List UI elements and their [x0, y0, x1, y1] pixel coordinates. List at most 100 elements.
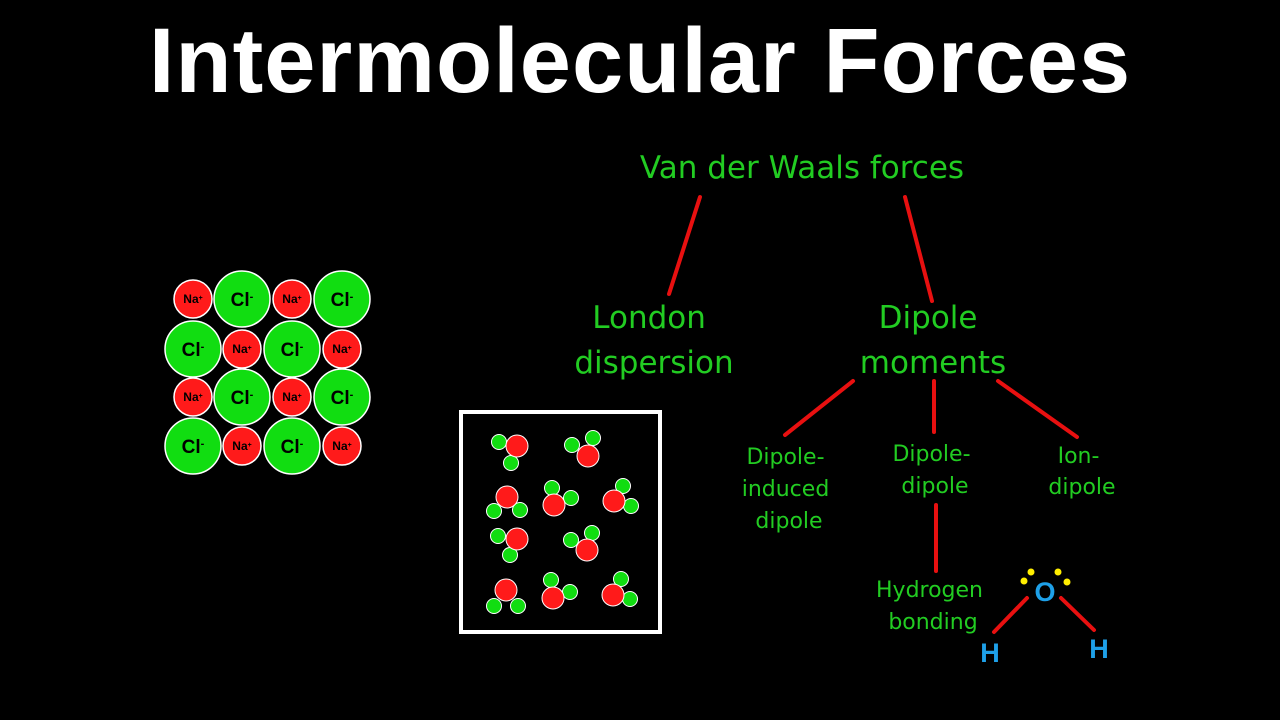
- chloride-ion: [263, 320, 321, 378]
- sodium-ion: [222, 329, 262, 369]
- connector-dipole-ion: [996, 379, 1079, 439]
- molecule: [486, 485, 528, 519]
- sodium-ion: [272, 279, 312, 319]
- molecule: [541, 572, 578, 610]
- node-dipole-induced-line-1: Dipole-: [746, 445, 824, 470]
- sodium-ion: [222, 426, 262, 466]
- molecule: [602, 478, 639, 514]
- molecule: [601, 571, 638, 607]
- molecule-large-atom: [494, 578, 518, 602]
- water-bond-right: [1059, 596, 1096, 632]
- molecule-small-atom: [543, 572, 559, 588]
- molecule-large-atom: [575, 538, 599, 562]
- water-oxygen-label: O: [1034, 577, 1055, 607]
- node-london-dispersion: London dispersion: [574, 300, 733, 381]
- water-hydrogen-right-label: H: [1089, 634, 1109, 664]
- chloride-ion-label: Cl-: [281, 437, 304, 458]
- sodium-ion: [322, 329, 362, 369]
- node-dipole-dipole-line-2: dipole: [901, 474, 968, 499]
- sodium-ion-label: Na+: [332, 342, 351, 356]
- molecule-small-atom: [564, 437, 580, 453]
- node-london-line-2: dispersion: [574, 345, 733, 381]
- molecule: [542, 480, 579, 517]
- molecule-box: [459, 410, 662, 634]
- node-van-der-waals: Van der Waals forces: [640, 150, 964, 186]
- chloride-ion-label: Cl-: [281, 340, 304, 361]
- molecule-small-atom: [563, 490, 579, 506]
- chloride-ion-label: Cl-: [182, 437, 205, 458]
- sodium-ion: [173, 279, 213, 319]
- node-van-der-waals-line: Van der Waals forces: [640, 150, 964, 186]
- molecule-small-atom: [563, 532, 579, 548]
- chloride-ion-label: Cl-: [231, 290, 254, 311]
- sodium-ion-label: Na+: [232, 342, 251, 356]
- molecule: [563, 525, 600, 562]
- node-dipole-induced-line-3: dipole: [755, 509, 822, 534]
- water-hydrogen-left-label: H: [980, 638, 1000, 668]
- sodium-ion-label: Na+: [232, 439, 251, 453]
- molecule-large-atom: [576, 444, 600, 468]
- sodium-ion-label: Na+: [183, 292, 202, 306]
- node-ion-dipole-line-1: Ion-: [1058, 444, 1100, 469]
- connector-dipole-induced: [783, 379, 855, 437]
- molecule-large-atom: [601, 583, 625, 607]
- chloride-ion: [263, 417, 321, 475]
- molecule-large-atom: [541, 586, 565, 610]
- molecule-small-atom: [491, 434, 507, 450]
- lone-pair-dot: [1063, 578, 1071, 586]
- node-ion-dipole: Ion- dipole: [1048, 444, 1115, 500]
- node-dipole-moments: Dipole moments: [860, 300, 1006, 381]
- molecule-small-atom: [486, 598, 502, 614]
- lone-pair-dot: [1020, 577, 1028, 585]
- chloride-ion-label: Cl-: [182, 340, 205, 361]
- chloride-ion: [313, 368, 371, 426]
- water-molecule: O H H: [980, 568, 1109, 668]
- molecule-large-atom: [542, 493, 566, 517]
- molecule-small-atom: [490, 528, 506, 544]
- molecule-small-atom: [512, 502, 528, 518]
- molecule-small-atom: [562, 584, 578, 600]
- molecule-group: [486, 430, 639, 614]
- molecule-small-atom: [615, 478, 631, 494]
- molecule: [490, 527, 529, 563]
- node-dipole-dipole: Dipole- dipole: [892, 442, 977, 499]
- tree-nodes: Van der Waals forces London dispersion D…: [574, 150, 1115, 635]
- lone-pair-dot: [1054, 568, 1062, 576]
- nacl-lattice: Na+Cl-Na+Cl-Cl-Na+Cl-Na+Na+Cl-Na+Cl-Cl-N…: [164, 270, 371, 475]
- molecule-small-atom: [503, 455, 519, 471]
- molecule-large-atom: [602, 489, 626, 513]
- molecule-box-border: [459, 410, 662, 634]
- sodium-ion-label: Na+: [332, 439, 351, 453]
- molecule-small-atom: [510, 598, 526, 614]
- lone-pair-dot: [1027, 568, 1035, 576]
- chloride-ion: [313, 270, 371, 328]
- molecule-small-atom: [486, 503, 502, 519]
- tree-connectors: [667, 195, 1079, 573]
- molecule-large-atom: [495, 485, 519, 509]
- chloride-ion: [164, 320, 222, 378]
- sodium-ion: [322, 426, 362, 466]
- node-hydrogen-bonding-line-2: bonding: [888, 610, 977, 635]
- slide-title: Intermolecular Forces: [148, 10, 1132, 112]
- chloride-ion: [213, 270, 271, 328]
- node-london-line-1: London: [592, 300, 706, 336]
- node-dipole-induced-dipole: Dipole- induced dipole: [742, 445, 837, 534]
- molecule-large-atom: [505, 527, 529, 551]
- molecule: [491, 434, 529, 471]
- sodium-ion: [173, 377, 213, 417]
- sodium-ion-label: Na+: [183, 390, 202, 404]
- water-bond-left: [992, 596, 1029, 634]
- sodium-ion-label: Na+: [282, 292, 301, 306]
- node-ion-dipole-line-2: dipole: [1048, 475, 1115, 500]
- chloride-ion-label: Cl-: [331, 290, 354, 311]
- molecule-small-atom: [622, 591, 638, 607]
- node-dipole-moments-line-2: moments: [860, 345, 1006, 381]
- connector-root-london: [667, 195, 702, 296]
- molecule: [486, 578, 526, 614]
- node-hydrogen-bonding-line-1: Hydrogen: [876, 578, 983, 603]
- molecule-small-atom: [544, 480, 560, 496]
- molecule-small-atom: [623, 498, 639, 514]
- chloride-ion: [164, 417, 222, 475]
- molecule: [564, 430, 601, 468]
